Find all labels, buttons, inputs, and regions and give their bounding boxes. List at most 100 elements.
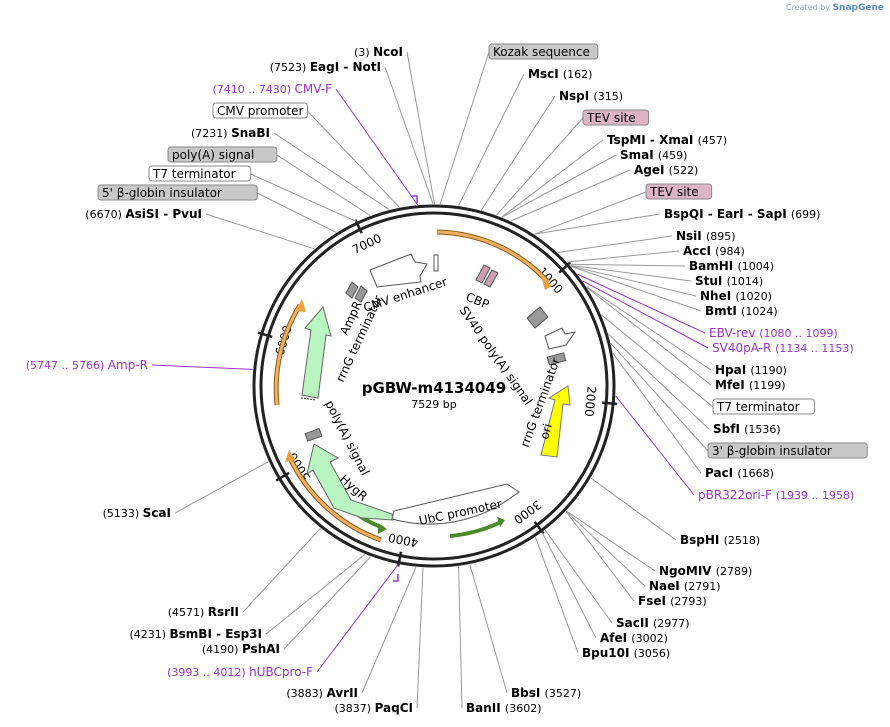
primer-range: (7410 .. 7430)	[212, 83, 294, 96]
cmv-f-mark	[412, 195, 418, 203]
site-name: BamHI	[689, 259, 737, 273]
primer-range: (1134 .. 1153)	[775, 342, 854, 355]
ori-label: ori	[537, 422, 555, 441]
primer-range: (5747 .. 5766)	[26, 359, 108, 372]
site-position: (3002)	[631, 632, 668, 645]
site-position: (1004)	[737, 260, 774, 273]
leader-line	[586, 287, 712, 386]
leader-line	[480, 95, 556, 211]
site-bpu10i: Bpu10I (3056)	[582, 646, 670, 660]
site-position: (895)	[706, 230, 736, 243]
tick-label: 2000	[582, 386, 599, 418]
leader-line	[384, 66, 434, 205]
site-name: MscI	[528, 67, 563, 81]
site-banii: BanII (3602)	[466, 701, 541, 715]
hygr-arrow	[306, 443, 394, 521]
leader-line	[174, 461, 269, 514]
leader-line	[416, 567, 424, 709]
primer-name: EBV-rev	[709, 326, 759, 340]
cmv-enhancer-arrow	[369, 253, 428, 288]
orf-arc-left-lower-fill	[288, 457, 382, 542]
feature-box-t7-term-r	[712, 398, 816, 415]
leader-line	[361, 566, 417, 694]
site-smai: SmaI (459)	[620, 148, 687, 162]
feature-label-tev2: TEV site	[649, 185, 699, 199]
site-tspmi-xmai: TspMI - XmaI (457)	[607, 133, 727, 147]
orf-arc-top-fill	[436, 230, 550, 284]
site-nsii: NsiI (895)	[676, 229, 736, 243]
site-ncoi: (3) NcoI	[354, 45, 403, 59]
site-snabi: (7231) SnaBI	[191, 126, 270, 140]
primer-range: (3993 .. 4012)	[167, 666, 249, 679]
leader-line	[565, 510, 646, 587]
snapgene-credit: Created by SnapGene	[786, 3, 884, 13]
site-position: (1014)	[727, 275, 764, 288]
site-position: (1536)	[744, 423, 781, 436]
leader-line	[439, 51, 490, 205]
cbp-block-1	[475, 264, 491, 284]
leader-line	[335, 88, 418, 206]
primer-range: (1939 .. 1958)	[776, 489, 855, 502]
leader-line	[610, 343, 709, 452]
feature-label-t7-term-l: T7 terminator	[152, 167, 236, 181]
site-bspqi-eari-sapi: BspQI - EarI - SapI (699)	[664, 207, 820, 221]
leader-line	[406, 51, 435, 205]
site-position: (2793)	[670, 595, 707, 608]
site-position: (7231)	[191, 127, 231, 140]
site-stui: StuI (1014)	[695, 274, 763, 288]
leader-line	[544, 529, 613, 624]
site-nspi: NspI (315)	[559, 89, 623, 103]
primer-name: Amp-R	[108, 358, 148, 372]
site-name: NspI	[559, 89, 593, 103]
hygr-under-arrow	[378, 523, 387, 534]
site-position: (1668)	[737, 467, 774, 480]
sv40-arrow	[544, 327, 577, 350]
leader-line	[256, 192, 337, 233]
site-position: (699)	[791, 208, 821, 221]
site-position: (6670)	[85, 208, 125, 221]
site-mfei: MfeI (1199)	[715, 378, 786, 392]
site-position: (2518)	[724, 534, 761, 547]
leader-line	[571, 266, 702, 312]
leader-line	[205, 213, 315, 250]
site-name: BsmBI - Esp3I	[170, 627, 262, 641]
orf-arc-top-arrow	[541, 276, 552, 290]
leader-line	[534, 191, 647, 235]
site-pshai: (4190) PshAI	[202, 642, 280, 656]
feature-box-t7-term-l	[148, 165, 252, 182]
leader-line	[265, 553, 366, 635]
site-position: (2789)	[716, 565, 753, 578]
feature-box-tev2	[645, 183, 713, 200]
site-position: (1020)	[735, 290, 772, 303]
site-name: PshAI	[242, 642, 280, 656]
leader-line	[608, 333, 710, 430]
site-bamhi: BamHI (1004)	[689, 259, 774, 273]
site-name: AvrII	[326, 686, 358, 700]
tick-label: 7000	[350, 231, 384, 257]
leader-line	[307, 110, 400, 208]
leader-lines	[151, 51, 714, 709]
site-name: BbsI	[511, 686, 545, 700]
site-bbsi: BbsI (3527)	[511, 686, 581, 700]
leader-line	[250, 173, 357, 222]
feature-label-t7-term-r: T7 terminator	[716, 400, 800, 414]
site-name: AfeI	[600, 631, 631, 645]
site-position: (3)	[354, 46, 373, 59]
site-name: AgeI	[634, 163, 669, 177]
site-sbfi: SbfI (1536)	[713, 422, 781, 436]
site-name: BmtI	[705, 304, 741, 318]
leader-line	[615, 395, 695, 496]
site-name: BspQI - EarI - SapI	[664, 207, 791, 221]
site-position: (315)	[593, 90, 623, 103]
site-name: NcoI	[373, 45, 403, 59]
site-name: NsiI	[676, 229, 706, 243]
site-name: SmaI	[620, 148, 658, 162]
cmv-small-box	[433, 254, 439, 272]
site-position: (4190)	[202, 643, 242, 656]
site-rsrii: (4571) RsrII	[168, 605, 239, 619]
site-name: Bpu10I	[582, 646, 634, 660]
leader-line	[534, 213, 661, 235]
tick-mark	[533, 521, 545, 535]
feature-label-kozak: Kozak sequence	[493, 45, 590, 59]
